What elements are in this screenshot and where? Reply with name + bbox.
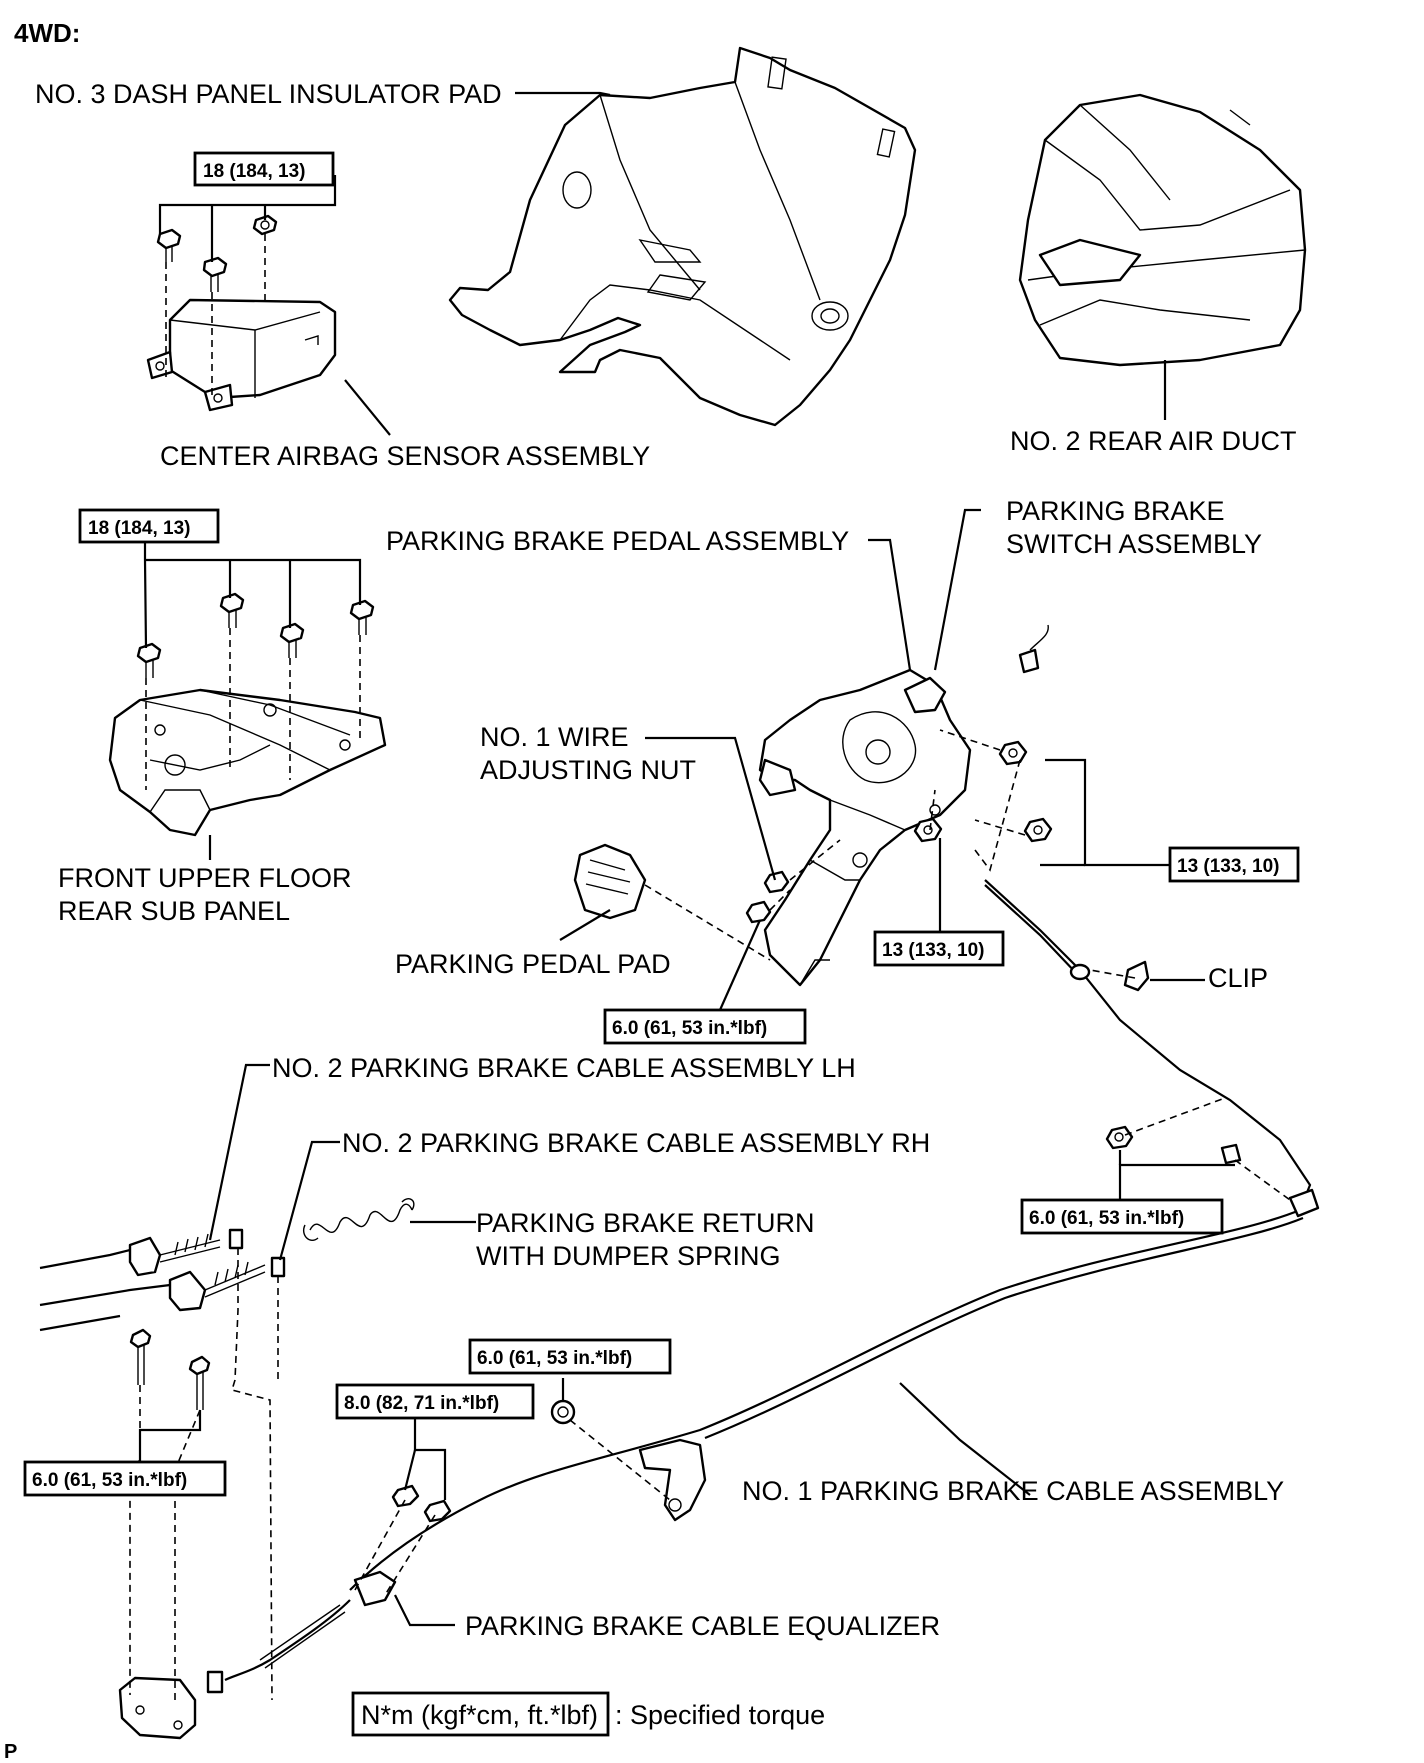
torque-box-pedal-lower: 13 (133, 10) xyxy=(873,930,1005,967)
clip xyxy=(1123,960,1150,992)
dash-panel-insulator-pad xyxy=(448,46,917,427)
torque-pedal-right: 13 (133, 10) xyxy=(1177,856,1279,877)
torque-box-center-nut: 6.0 (61, 53 in.*lbf) xyxy=(468,1338,672,1375)
label-cable-lh: NO. 2 PARKING BRAKE CABLE ASSEMBLY LH xyxy=(272,1053,856,1083)
rear-floor-bracket xyxy=(118,1676,197,1740)
label-rear-air-duct: NO. 2 REAR AIR DUCT xyxy=(1010,426,1297,456)
torque-cable-bracket: 6.0 (61, 53 in.*lbf) xyxy=(1029,1208,1184,1229)
installation-lines xyxy=(129,234,1291,1701)
parking-brake-pedal-assembly xyxy=(758,668,972,987)
label-dash-panel-pad: NO. 3 DASH PANEL INSULATOR PAD xyxy=(35,79,502,109)
torque-rear-cable-bolts: 6.0 (61, 53 in.*lbf) xyxy=(32,1470,187,1491)
label-spring-line1: PARKING BRAKE RETURN xyxy=(476,1208,815,1238)
torque-equalizer-bolts: 8.0 (82, 71 in.*lbf) xyxy=(344,1393,499,1414)
torque-box-equalizer-bolts: 8.0 (82, 71 in.*lbf) xyxy=(335,1383,535,1420)
torque-box-floor-panel: 18 (184, 13) xyxy=(78,508,220,544)
no1-parking-brake-cable xyxy=(349,879,1320,1591)
no2-parking-brake-cables xyxy=(39,1228,286,1332)
torque-adjusting-nut: 6.0 (61, 53 in.*lbf) xyxy=(612,1018,767,1039)
label-nut-line1: NO. 1 WIRE xyxy=(480,722,629,752)
label-airbag-sensor: CENTER AIRBAG SENSOR ASSEMBLY xyxy=(160,441,650,471)
parking-brake-switch-connector xyxy=(1018,624,1049,674)
return-spring xyxy=(303,1198,415,1242)
torque-box-adjusting-nut: 6.0 (61, 53 in.*lbf) xyxy=(603,1008,807,1045)
leader-lines xyxy=(138,91,1235,1627)
torque-box-cable-bracket: 6.0 (61, 53 in.*lbf) xyxy=(1020,1198,1224,1235)
label-pedal-pad: PARKING PEDAL PAD xyxy=(395,949,671,979)
floor-panel-bolts xyxy=(136,592,375,678)
pedal-mount-nuts xyxy=(913,740,1053,843)
label-nut-line2: ADJUSTING NUT xyxy=(480,755,696,785)
legend-unit: N*m (kgf*cm, ft.*lbf) xyxy=(361,1700,598,1730)
airbag-bolts xyxy=(156,214,278,292)
center-nut xyxy=(550,1399,576,1425)
label-clip: CLIP xyxy=(1208,963,1268,993)
center-airbag-sensor-assembly xyxy=(146,298,337,412)
torque-box-pedal-right: 13 (133, 10) xyxy=(1168,846,1300,883)
label-floor-line2: REAR SUB PANEL xyxy=(58,896,290,926)
corner-mark: P xyxy=(4,1741,17,1763)
no1-wire-adjusting-nut xyxy=(745,870,790,924)
torque-floor-panel: 18 (184, 13) xyxy=(88,518,190,539)
label-spring-line2: WITH DUMPER SPRING xyxy=(476,1241,781,1271)
label-switch-line2: SWITCH ASSEMBLY xyxy=(1006,529,1262,559)
cable-bracket-nut xyxy=(1105,1125,1242,1165)
legend-suffix: : Specified torque xyxy=(615,1700,825,1730)
cable-bracket xyxy=(638,1438,707,1522)
diagram-heading: 4WD: xyxy=(14,18,80,48)
rear-cable-bolts xyxy=(129,1328,211,1410)
parking-pedal-pad xyxy=(573,843,647,920)
no2-rear-air-duct xyxy=(1018,93,1307,367)
parking-brake-cable-equalizer xyxy=(206,1484,452,1694)
label-switch-line1: PARKING BRAKE xyxy=(1006,496,1225,526)
torque-legend: N*m (kgf*cm, ft.*lbf) : Specified torque xyxy=(351,1691,825,1737)
torque-airbag: 18 (184, 13) xyxy=(203,161,305,182)
label-floor-line1: FRONT UPPER FLOOR xyxy=(58,863,352,893)
torque-pedal-lower: 13 (133, 10) xyxy=(882,940,984,961)
label-no1-cable: NO. 1 PARKING BRAKE CABLE ASSEMBLY xyxy=(742,1476,1284,1506)
torque-box-airbag: 18 (184, 13) xyxy=(193,151,335,187)
torque-box-rear-cable-bolts: 6.0 (61, 53 in.*lbf) xyxy=(23,1460,227,1497)
label-equalizer: PARKING BRAKE CABLE EQUALIZER xyxy=(465,1611,940,1641)
label-cable-rh: NO. 2 PARKING BRAKE CABLE ASSEMBLY RH xyxy=(342,1128,930,1158)
front-upper-floor-rear-sub-panel xyxy=(108,688,387,837)
label-pedal-assembly: PARKING BRAKE PEDAL ASSEMBLY xyxy=(386,526,849,556)
torque-center-nut: 6.0 (61, 53 in.*lbf) xyxy=(477,1348,632,1369)
